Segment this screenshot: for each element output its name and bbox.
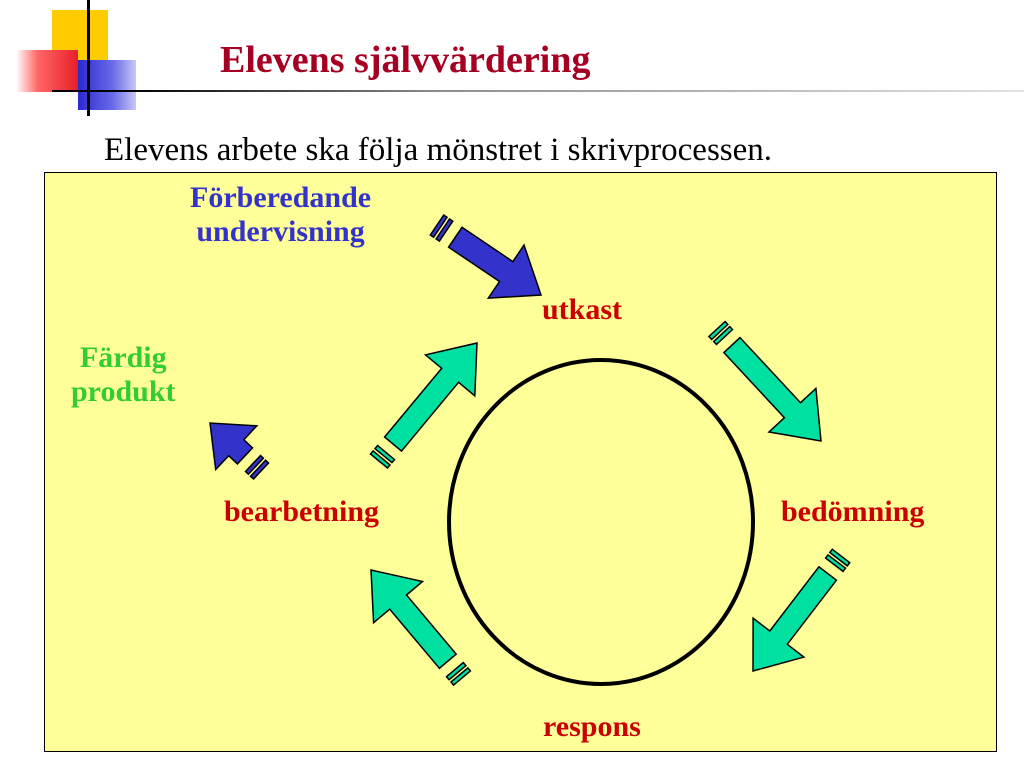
cycle-arrow-icon-to-utkast-stripe-2 — [373, 444, 396, 464]
final-arrow-icon-stripe-2 — [244, 454, 265, 476]
final-arrow-icon-body — [209, 422, 259, 472]
cycle-arrow-icon-to-respons-stripe-2 — [824, 553, 847, 573]
process-diagram — [209, 213, 851, 687]
cycle-arrow-icon-to-respons — [752, 548, 851, 672]
slide-subtitle: Elevens arbete ska följa mönstret i skri… — [104, 132, 773, 168]
cycle-arrow-icon-to-bedomning — [707, 320, 822, 442]
prep-arrow-icon — [429, 213, 543, 299]
prep-arrow-icon-stripe-2 — [435, 217, 454, 243]
prep-label-line2: undervisning — [196, 215, 365, 248]
final-arrow-icon-stripe-1 — [249, 459, 270, 481]
cycle-arrow-icon-to-utkast-stripe-1 — [369, 449, 392, 470]
prep-label: Förberedande undervisning — [190, 181, 371, 249]
prep-arrow-icon-stripe-1 — [429, 213, 449, 239]
stage-bedomning: bedömning — [781, 495, 925, 528]
diagram-panel: Förberedande undervisning utkast bedömni… — [44, 172, 997, 752]
final-label-line2: produkt — [71, 375, 176, 408]
prep-label-line1: Förberedande — [190, 181, 372, 214]
cycle-arrow-icon-to-bearbetning-stripe-2 — [445, 661, 467, 681]
cycle-arrow-icon-to-respons-body — [752, 565, 838, 672]
cycle-arrow-icon-to-utkast-body — [383, 342, 478, 453]
cycle-arrow-icon-to-utkast — [369, 342, 478, 470]
title-underline — [52, 90, 1024, 92]
cycle-circle — [447, 358, 755, 686]
final-label: Färdig produkt — [71, 341, 176, 409]
stage-bearbetning: bearbetning — [224, 495, 380, 528]
final-label-line1: Färdig — [79, 341, 167, 374]
final-arrow-icon — [209, 422, 270, 481]
cycle-arrow-icon-to-bedomning-body — [722, 336, 822, 442]
prep-arrow-icon-body — [447, 226, 543, 299]
stage-utkast: utkast — [542, 293, 623, 326]
cycle-arrow-icon-to-bedomning-stripe-1 — [707, 320, 729, 341]
cycle-arrow-icon-to-bearbetning-stripe-1 — [449, 666, 472, 687]
slide-title: Elevens självvärdering — [220, 39, 591, 81]
stage-respons: respons — [543, 710, 641, 743]
cycle-arrow-icon-to-respons-stripe-1 — [828, 548, 851, 567]
decor-vertical-line — [87, 0, 90, 116]
cycle-arrow-icon-to-bearbetning — [370, 569, 472, 687]
decor-red-square — [16, 50, 78, 92]
cycle-arrow-icon-to-bedomning-stripe-2 — [712, 325, 734, 346]
cycle-arrow-icon-to-bearbetning-body — [370, 569, 458, 670]
